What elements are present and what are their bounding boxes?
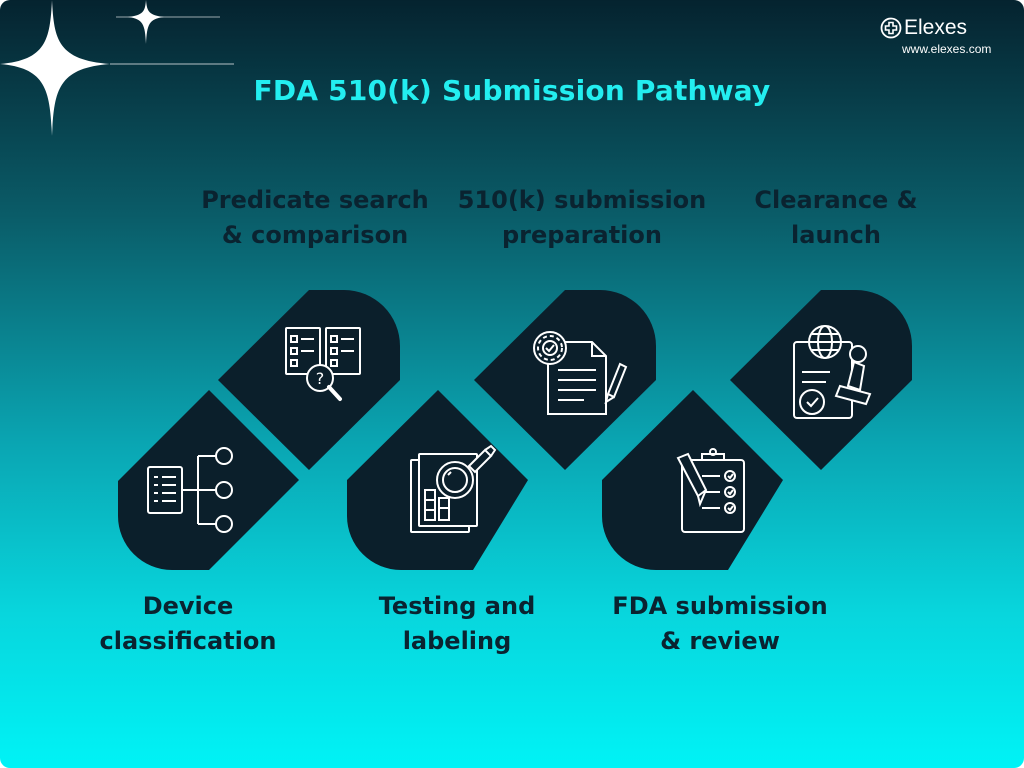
page-title: FDA 510(k) Submission Pathway (253, 74, 771, 107)
step-label-line: Testing and (378, 592, 536, 620)
approval-stamp-globe-icon (793, 325, 872, 419)
step-label-fda-review: FDA submission & review (590, 589, 850, 659)
sparkle-small-icon (116, 0, 220, 44)
step-label-line: preparation (502, 221, 662, 249)
step-tile-device-classification (118, 390, 299, 570)
step-label-line: labeling (402, 627, 512, 655)
svg-text:?: ? (316, 369, 325, 388)
step-label-line: launch (791, 221, 881, 249)
step-tile-predicate-search: ? (218, 290, 400, 470)
step-label-line: 510(k) submission (457, 186, 707, 214)
step-label-testing-labeling: Testing and labeling (327, 589, 587, 659)
step-label-line: FDA submission (612, 592, 828, 620)
step-tile-clearance-launch (730, 290, 912, 470)
step-label-clearance-launch: Clearance & launch (706, 183, 966, 253)
step-label-line: & review (660, 627, 780, 655)
step-tile-testing-labeling (347, 390, 528, 570)
report-magnifier-icon (410, 444, 497, 533)
step-label-device-classification: Device classification (58, 589, 318, 659)
step-tile-submission-preparation (474, 290, 656, 470)
step-label-line: & comparison (221, 221, 409, 249)
step-label-line: Predicate search (201, 186, 429, 214)
brand-url: www.elexes.com (902, 42, 992, 56)
step-label-line: classification (99, 627, 277, 655)
medical-cross-icon (880, 17, 902, 39)
hierarchy-document-icon (147, 447, 233, 533)
clipboard-checklist-icon (676, 448, 745, 533)
step-label-line: Clearance & (754, 186, 918, 214)
step-label-submission-preparation: 510(k) submission preparation (452, 183, 712, 253)
step-label-predicate-search: Predicate search & comparison (185, 183, 445, 253)
brand-logo: Elexes www.elexes.com (880, 16, 1020, 56)
sparkle-large-icon (0, 0, 234, 136)
step-label-line: Device (142, 592, 234, 620)
step-tile-fda-review (602, 390, 783, 570)
document-gear-pen-icon (533, 331, 628, 415)
document-comparison-search-icon: ? (285, 327, 361, 401)
brand-name: Elexes (904, 16, 968, 39)
